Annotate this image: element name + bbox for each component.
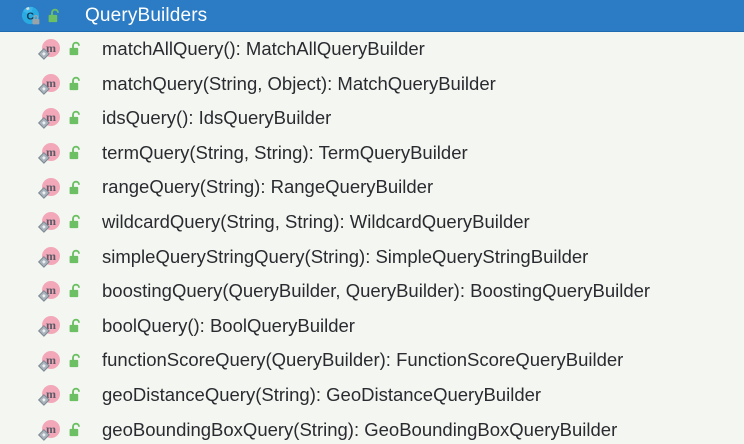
public-unlocked-icon xyxy=(68,353,83,369)
class-header-row[interactable]: C QueryBuilders xyxy=(0,0,744,32)
public-unlocked-icon xyxy=(68,110,83,126)
list-item[interactable]: m idsQuery(): IdsQueryBuilder xyxy=(0,101,744,136)
method-icon: m xyxy=(38,211,62,234)
public-unlocked-icon xyxy=(68,180,83,196)
svg-text:C: C xyxy=(27,10,35,22)
list-item[interactable]: m matchAllQuery(): MatchAllQueryBuilder xyxy=(0,32,744,67)
member-signature: idsQuery(): IdsQueryBuilder xyxy=(102,107,332,129)
svg-text:m: m xyxy=(46,249,56,263)
member-signature: rangeQuery(String): RangeQueryBuilder xyxy=(102,176,434,198)
member-signature: wildcardQuery(String, String): WildcardQ… xyxy=(102,211,530,233)
member-signature: functionScoreQuery(QueryBuilder): Functi… xyxy=(102,349,624,371)
method-icon: m xyxy=(38,142,62,164)
list-item[interactable]: m rangeQuery(String): RangeQueryBuilder xyxy=(0,170,744,205)
public-unlocked-icon xyxy=(68,387,83,403)
page-title: QueryBuilders xyxy=(85,5,208,26)
member-signature: simpleQueryStringQuery(String): SimpleQu… xyxy=(102,245,589,267)
list-item[interactable]: m simpleQueryStringQuery(String): Simple… xyxy=(0,240,744,275)
svg-text:m: m xyxy=(46,318,56,332)
method-icon: m xyxy=(38,38,62,61)
method-icon: m xyxy=(38,419,62,441)
member-signature: boolQuery(): BoolQueryBuilder xyxy=(102,314,355,336)
svg-text:m: m xyxy=(46,214,56,228)
method-icon: m xyxy=(38,177,62,199)
list-item[interactable]: m geoDistanceQuery(String): GeoDistanceQ… xyxy=(0,378,744,413)
public-unlocked-icon xyxy=(68,41,83,57)
method-icon: m xyxy=(38,315,62,337)
public-unlocked-icon xyxy=(68,318,83,334)
svg-text:m: m xyxy=(46,387,56,401)
member-signature: matchAllQuery(): MatchAllQueryBuilder xyxy=(102,38,425,60)
method-icon: m xyxy=(38,107,62,130)
svg-text:m: m xyxy=(46,422,56,436)
public-unlocked-icon xyxy=(47,8,62,24)
public-unlocked-icon xyxy=(68,214,83,230)
member-list: m matchAllQuery(): MatchAllQueryBuilder … xyxy=(0,32,744,444)
svg-text:m: m xyxy=(46,353,56,367)
member-signature: boostingQuery(QueryBuilder, QueryBuilder… xyxy=(102,280,651,302)
list-item[interactable]: m boolQuery(): BoolQueryBuilder xyxy=(0,309,744,344)
member-signature: geoDistanceQuery(String): GeoDistanceQue… xyxy=(102,383,542,405)
svg-text:m: m xyxy=(46,284,56,298)
public-unlocked-icon xyxy=(68,76,83,92)
method-icon: m xyxy=(38,246,62,268)
method-icon: m xyxy=(38,73,62,95)
member-signature: termQuery(String, String): TermQueryBuil… xyxy=(102,141,468,163)
class-icon: C xyxy=(20,5,42,27)
method-icon: m xyxy=(38,280,62,303)
public-unlocked-icon xyxy=(68,249,83,265)
list-item[interactable]: m boostingQuery(QueryBuilder, QueryBuild… xyxy=(0,274,744,309)
member-signature: geoBoundingBoxQuery(String): GeoBounding… xyxy=(102,418,618,440)
method-icon: m xyxy=(38,384,62,407)
svg-text:m: m xyxy=(46,180,56,194)
list-item[interactable]: m termQuery(String, String): TermQueryBu… xyxy=(0,136,744,171)
public-unlocked-icon xyxy=(68,283,83,299)
list-item[interactable]: m geoBoundingBoxQuery(String): GeoBoundi… xyxy=(0,413,744,444)
svg-text:m: m xyxy=(46,145,56,159)
list-item[interactable]: m wildcardQuery(String, String): Wildcar… xyxy=(0,205,744,240)
svg-text:m: m xyxy=(46,41,56,55)
list-item[interactable]: m functionScoreQuery(QueryBuilder): Func… xyxy=(0,343,744,378)
svg-text:m: m xyxy=(46,76,56,90)
member-signature: matchQuery(String, Object): MatchQueryBu… xyxy=(102,72,496,94)
method-icon: m xyxy=(38,350,62,372)
public-unlocked-icon xyxy=(68,145,83,161)
list-item[interactable]: m matchQuery(String, Object): MatchQuery… xyxy=(0,67,744,102)
public-unlocked-icon xyxy=(68,422,83,438)
svg-text:m: m xyxy=(46,111,56,125)
